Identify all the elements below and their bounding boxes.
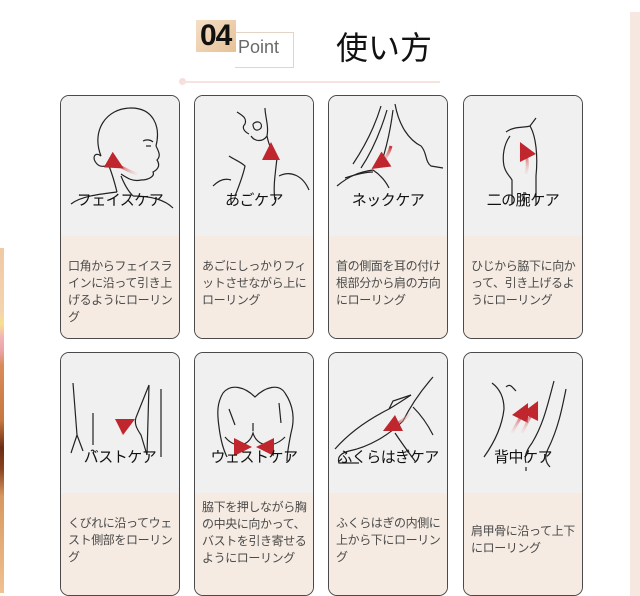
header-divider	[182, 81, 440, 83]
card-label: バストケア	[83, 448, 157, 466]
card-description-area: くびれに沿ってウェスト側部をローリング	[61, 493, 179, 595]
card-description-area: ふくらはぎの内側に上から下にローリング	[329, 493, 447, 595]
chin-neck-illustration	[195, 96, 313, 236]
care-card-neck: ネックケア 首の側面を耳の付け根部分から肩の方向にローリング	[328, 95, 448, 339]
card-description: ひじから脇下に向かって、引き上げるようにローリング	[471, 259, 576, 307]
care-card-face: フェイスケア 口角からフェイスラインに沿って引き上げるようにローリング	[60, 95, 180, 339]
care-card-bust: バストケア くびれに沿ってウェスト側部をローリング	[60, 352, 180, 596]
card-label: ネックケア	[351, 191, 425, 209]
chest-illustration	[195, 353, 313, 493]
back-illustration	[464, 353, 582, 493]
page-title: 使い方	[336, 29, 433, 67]
point-frame	[235, 32, 294, 68]
care-card-waist: ウェストケア 脇下を押しながら胸の中央に向かって、バストを引き寄せるようにローリ…	[194, 352, 314, 596]
card-description-area: あごにしっかりフィットさせながら上にローリング	[195, 236, 313, 338]
section-header: 04 Point 使い方	[196, 20, 456, 70]
card-description-area: 肩甲骨に沿って上下にローリング	[464, 493, 582, 595]
face-profile-illustration	[61, 96, 179, 236]
number-badge	[196, 20, 236, 52]
card-label: ウェストケア	[210, 448, 298, 466]
point-label: Point	[238, 37, 280, 57]
right-decor-strip	[630, 12, 640, 596]
upper-arm-illustration	[464, 96, 582, 236]
card-label: 背中ケア	[493, 448, 553, 466]
care-card-upper-arm: 二の腕ケア ひじから脇下に向かって、引き上げるようにローリング	[463, 95, 583, 339]
card-label: フェイスケア	[76, 191, 164, 209]
neck-side-illustration	[329, 96, 447, 236]
card-description: 首の側面を耳の付け根部分から肩の方向にローリング	[336, 259, 441, 307]
card-description: 脇下を押しながら胸の中央に向かって、バストを引き寄せるようにローリング	[202, 500, 307, 565]
left-photo-strip	[0, 248, 4, 593]
card-label: ふくらはぎケア	[337, 448, 439, 466]
care-card-chin: あごケア あごにしっかりフィットさせながら上にローリング	[194, 95, 314, 339]
card-description-area: ひじから脇下に向かって、引き上げるようにローリング	[464, 236, 582, 338]
care-card-calf: ふくらはぎケア ふくらはぎの内側に上から下にローリング	[328, 352, 448, 596]
card-description: くびれに沿ってウェスト側部をローリング	[68, 516, 173, 564]
calf-leg-illustration	[329, 353, 447, 493]
section-number: 04	[200, 19, 232, 52]
card-description: 肩甲骨に沿って上下にローリング	[471, 524, 575, 555]
waist-side-illustration	[61, 353, 179, 493]
card-description: 口角からフェイスラインに沿って引き上げるようにローリング	[68, 259, 173, 324]
card-description-area: 口角からフェイスラインに沿って引き上げるようにローリング	[61, 236, 179, 338]
card-description-area: 脇下を押しながら胸の中央に向かって、バストを引き寄せるようにローリング	[195, 493, 313, 595]
care-card-back: 背中ケア 肩甲骨に沿って上下にローリング	[463, 352, 583, 596]
card-description-area: 首の側面を耳の付け根部分から肩の方向にローリング	[329, 236, 447, 338]
card-label: 二の腕ケア	[486, 191, 560, 209]
card-description: ふくらはぎの内側に上から下にローリング	[336, 516, 441, 564]
card-description: あごにしっかりフィットさせながら上にローリング	[202, 259, 307, 307]
card-label: あごケア	[224, 191, 284, 209]
